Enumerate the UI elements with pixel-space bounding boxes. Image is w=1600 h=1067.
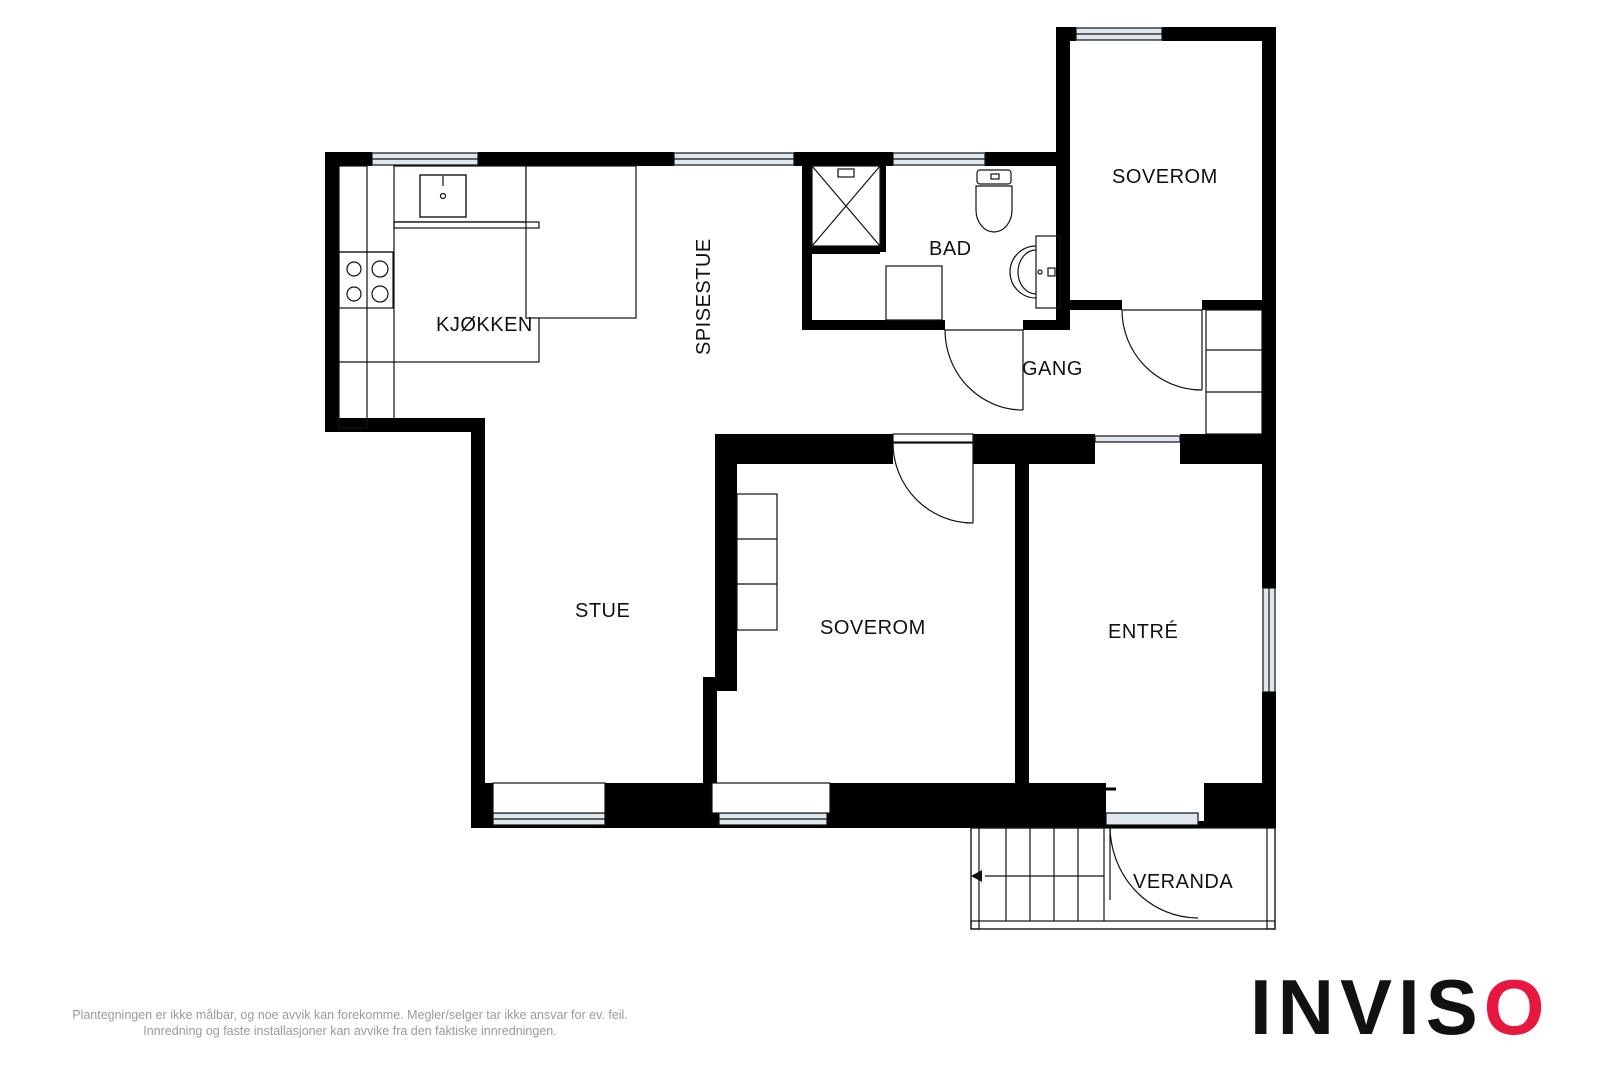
stairs-arrow-icon	[971, 870, 982, 882]
bedroom-door-frame	[892, 433, 974, 443]
room-label-bedroom-mid: SOVEROM	[820, 617, 926, 639]
room-label-bedroom-top: SOVEROM	[1112, 166, 1218, 188]
veranda-door-threshold	[1105, 812, 1199, 826]
wall-openings	[372, 25, 1278, 821]
veranda-door-gap	[1106, 783, 1204, 811]
disclaimer-line-1: Plantegningen er ikke målbar, og noe avv…	[72, 1008, 628, 1022]
shower-icon	[811, 165, 881, 247]
room-label-dining: SPISESTUE	[693, 238, 715, 355]
stue-window-sill	[492, 782, 606, 814]
kitchen-fixtures	[338, 165, 637, 429]
room-label-bath: BAD	[929, 238, 972, 260]
bath-cabinet	[885, 265, 943, 321]
room-label-hallway: GANG	[1022, 358, 1083, 380]
room-label-entrance: ENTRÉ	[1108, 620, 1178, 643]
sink-icon	[419, 174, 467, 218]
bedroom-window-sill	[711, 782, 831, 814]
veranda-stairs	[970, 827, 1276, 930]
room-label-veranda: VERANDA	[1133, 871, 1233, 893]
stove-icon	[346, 260, 389, 303]
toilet-icon	[975, 169, 1013, 233]
bath-sink-icon	[1009, 235, 1061, 309]
inviso-logo: INVISO	[1250, 968, 1550, 1046]
hall-wardrobe	[1205, 309, 1263, 435]
disclaimer-line-2: Innredning og faste installasjoner kan a…	[143, 1024, 557, 1038]
logo-text: INVIS	[1250, 963, 1484, 1051]
bedroom-wardrobe	[736, 493, 778, 631]
doors	[892, 309, 1203, 919]
windows	[371, 27, 1276, 826]
room-label-living: STUE	[575, 600, 630, 622]
room-label-kitchen: KJØKKEN	[436, 314, 533, 336]
logo-o-letter: O	[1483, 963, 1551, 1051]
lower-walls	[471, 434, 1276, 828]
